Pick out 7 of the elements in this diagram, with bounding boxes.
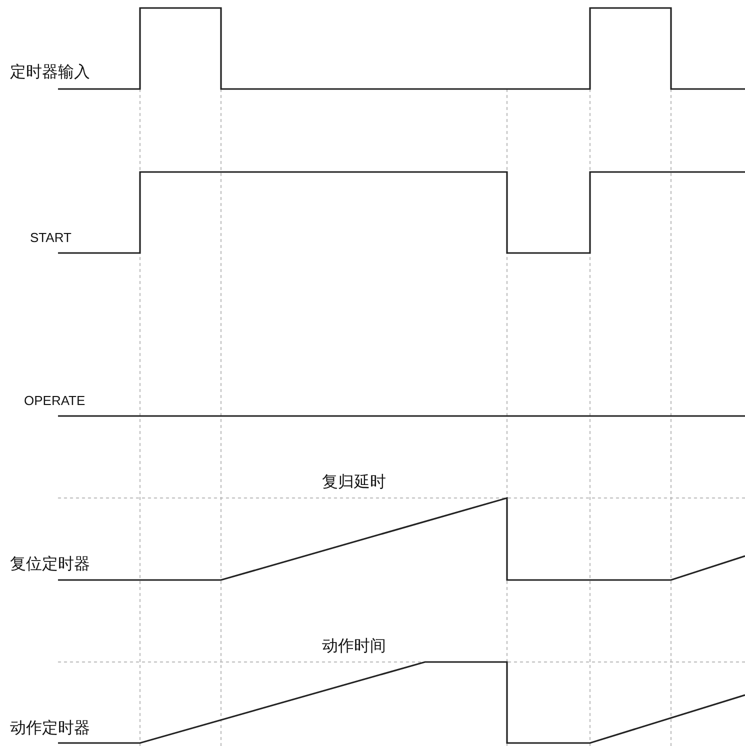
signal-label: 动作定时器 (10, 720, 90, 736)
signal-label: START (30, 231, 72, 244)
signal-label: 动作时间 (322, 638, 386, 654)
signal-label: OPERATE (24, 394, 86, 407)
signal-label: 复归延时 (322, 474, 386, 490)
signal-label: 复位定时器 (10, 556, 90, 572)
signal-label: 定时器输入 (10, 64, 90, 80)
